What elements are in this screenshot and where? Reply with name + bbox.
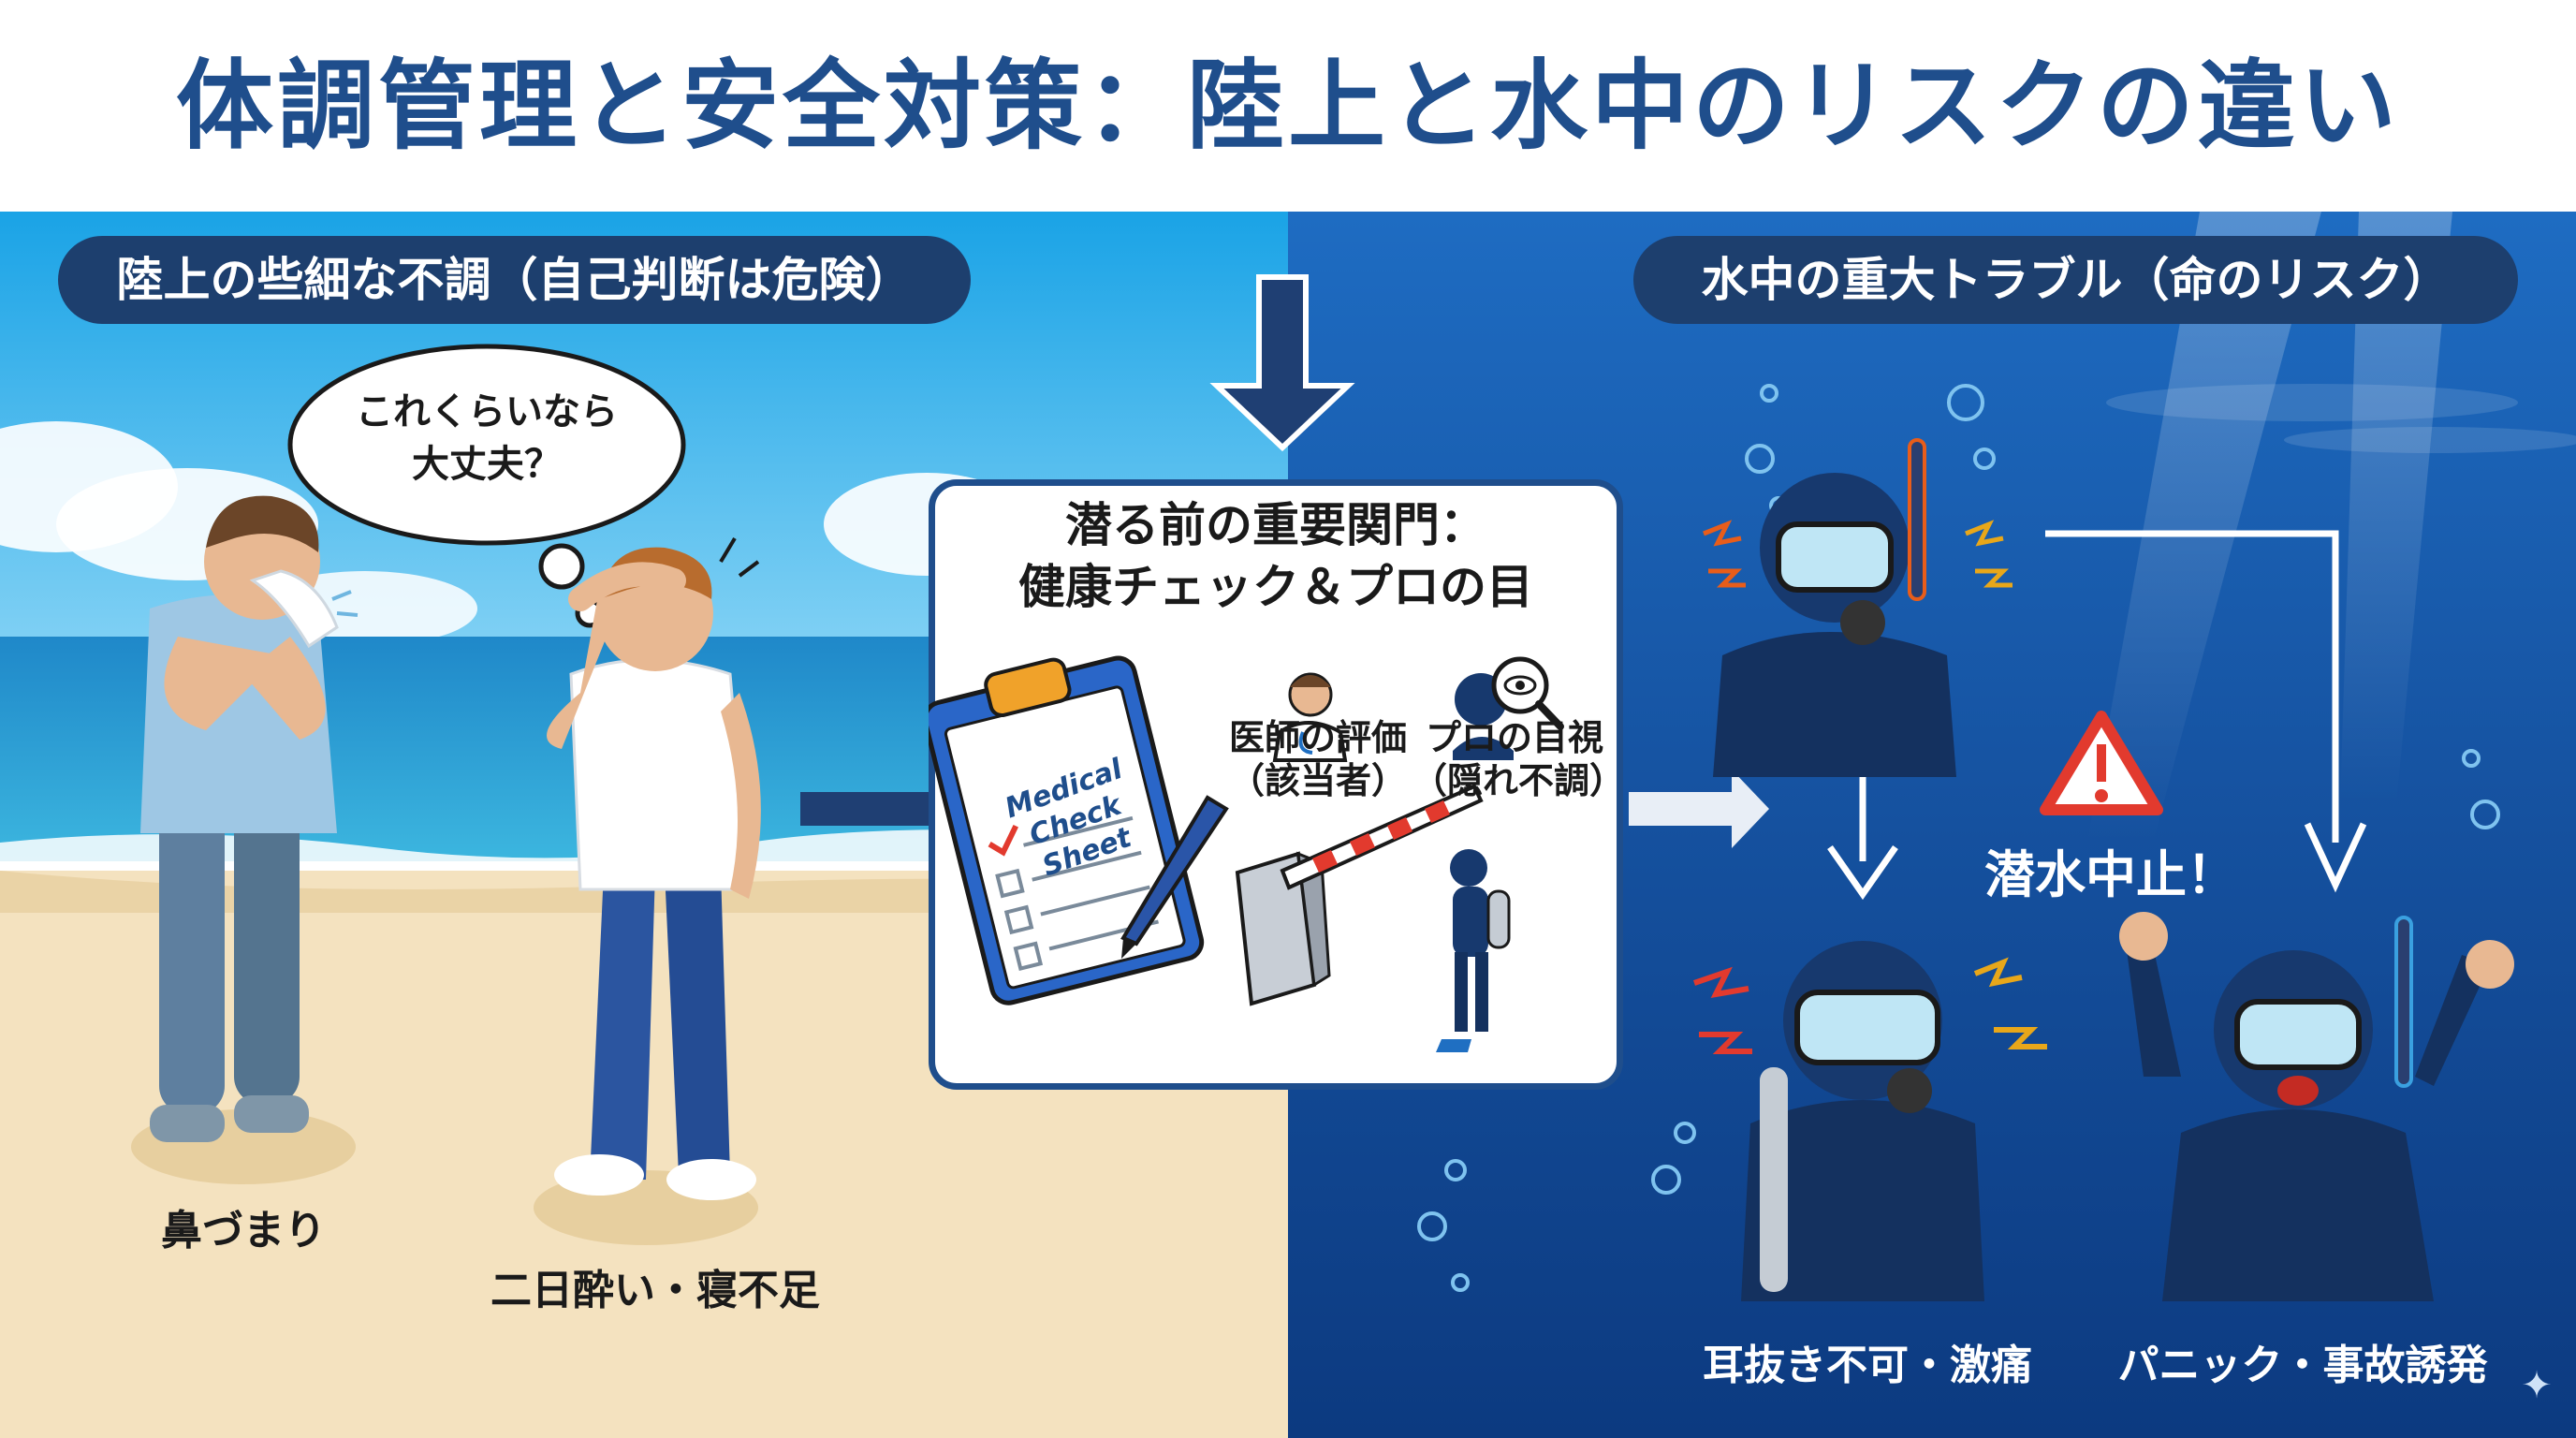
diver2-label: 耳抜き不可・激痛 [1703, 1342, 2032, 1389]
card-illustrations [929, 655, 1564, 1052]
person2-label: 二日酔い・寝不足 [490, 1267, 820, 1314]
arrow-land-to-card [800, 792, 931, 826]
arrow-card-to-water [1629, 770, 1769, 848]
diver-ear-pain [1693, 941, 2047, 1301]
title-bar [0, 0, 2576, 212]
thought-bubble [287, 344, 686, 628]
arrows-water [1827, 530, 2367, 901]
doctor-icon [1272, 672, 1348, 762]
diver-ear-warning [1703, 438, 2012, 777]
pen-icon [1120, 795, 1229, 959]
clipboard-icon [929, 655, 1205, 1005]
thought-line-1: これくらいなら [356, 390, 618, 433]
stop-dive-label: 潜水中止！ [1984, 845, 2237, 904]
doctor-label-line-1: 医師の評価 [1228, 717, 1407, 758]
arrow-down-into-card [1209, 274, 1355, 452]
doctor-label: 医師の評価 （該当者） [1215, 716, 1421, 802]
pro-label: プロの目視 （隠れ不調） [1412, 716, 1626, 802]
barrier-gate-icon [1235, 784, 1484, 1006]
water-section-header: 水中の重大トラブル（命のリスク） [1633, 236, 2518, 324]
warning-icon [2040, 711, 2163, 815]
person-blowing-nose [131, 495, 359, 1184]
pro-label-line-2: （隠れ不調） [1412, 760, 1626, 801]
pro-label-line-1: プロの目視 [1425, 717, 1603, 758]
thought-bubble-text: これくらいなら 大丈夫？ [314, 386, 660, 491]
doctor-label-line-2: （該当者） [1228, 760, 1407, 801]
card-title: 潜る前の重要関門： 健康チェック＆プロの目 [929, 494, 1623, 618]
person1-label: 鼻づまり [161, 1207, 326, 1255]
diver-panic [2119, 912, 2514, 1301]
land-section-header: 陸上の些細な不調（自己判断は危険） [58, 236, 971, 324]
card-title-line-1: 潜る前の重要関門： [1065, 498, 1486, 552]
person-headache [534, 536, 761, 1245]
diver3-label: パニック・事故誘発 [2117, 1342, 2488, 1389]
card-title-line-2: 健康チェック＆プロの目 [1018, 560, 1533, 614]
small-diver-icon [1436, 849, 1511, 1052]
pro-inspection-icon [1453, 656, 1564, 760]
sparkle-icon: ✦ [2521, 1364, 2553, 1407]
thought-line-2: 大丈夫？ [412, 443, 562, 486]
page-title: 体調管理と安全対策：陸上と水中のリスクの違い [175, 49, 2400, 163]
